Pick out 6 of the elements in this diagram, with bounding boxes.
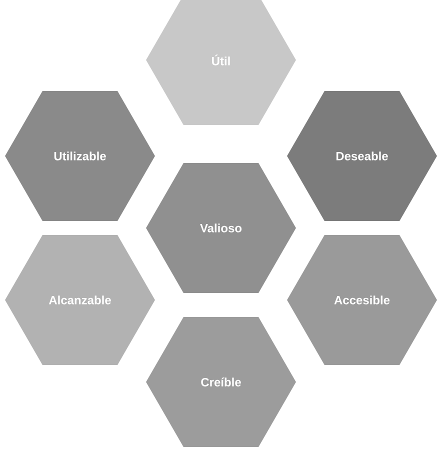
hexagon: Utilizable [5, 91, 155, 221]
hexagon: Deseable [287, 91, 437, 221]
hexagon: Alcanzable [5, 235, 155, 365]
hexagon: Valioso [146, 163, 296, 293]
hexagon: Accesible [287, 235, 437, 365]
hexagon: Creíble [146, 317, 296, 447]
